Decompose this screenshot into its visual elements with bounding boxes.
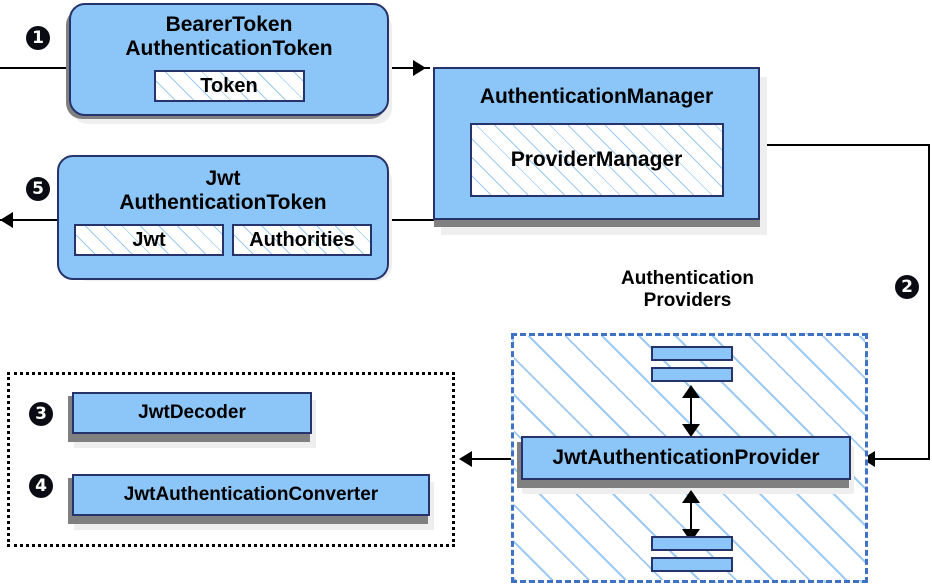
node-jwt-decoder[interactable]: JwtDecoder xyxy=(72,392,312,434)
bearer-token-label: BearerToken AuthenticationToken xyxy=(125,13,333,60)
provider-placeholder-bar-3 xyxy=(651,536,733,551)
jwt-token-inner-row: Jwt Authorities xyxy=(74,224,372,257)
provider-placeholder-bar-4 xyxy=(651,557,733,572)
node-provider-manager[interactable]: ProviderManager xyxy=(469,122,724,197)
connector-result-out xyxy=(0,219,72,221)
token-label: Token xyxy=(200,74,258,97)
provider-manager-label: ProviderManager xyxy=(510,147,683,171)
node-authorities[interactable]: Authorities xyxy=(232,224,372,257)
jwt-authentication-converter-label: JwtAuthenticationConverter xyxy=(123,484,379,506)
jwt-authentication-provider-label: JwtAuthenticationProvider xyxy=(552,446,820,470)
node-jwt[interactable]: Jwt xyxy=(74,224,224,257)
step-badge-5-number: 5 xyxy=(32,178,44,199)
arrow-result-out-head xyxy=(0,212,13,228)
authentication-manager-label: AuthenticationManager xyxy=(479,85,714,108)
step-badge-3-number: 3 xyxy=(35,403,47,424)
node-token[interactable]: Token xyxy=(153,70,305,103)
arrow-provider-to-support-head xyxy=(459,451,472,467)
jwt-authentication-token-label: Jwt AuthenticationToken xyxy=(119,167,327,214)
connector-manager-out-horizontal xyxy=(759,144,930,146)
step-badge-4: 4 xyxy=(29,474,53,498)
node-authentication-manager[interactable]: AuthenticationManager ProviderManager xyxy=(433,67,760,220)
arrow-provider-up-tail xyxy=(682,424,700,437)
node-jwt-authentication-provider[interactable]: JwtAuthenticationProvider xyxy=(521,436,851,480)
connector-provider-down-link xyxy=(690,497,692,535)
node-jwt-authentication-token[interactable]: Jwt AuthenticationToken Jwt Authorities xyxy=(57,155,389,280)
arrow-provider-down-head xyxy=(682,490,700,503)
arrow-provider-up-head xyxy=(682,385,700,398)
node-bearer-token-authentication-token[interactable]: BearerToken AuthenticationToken Token xyxy=(69,3,389,116)
connector-into-provider xyxy=(875,458,930,460)
connector-bearer-to-manager xyxy=(388,67,430,69)
node-jwt-authentication-converter[interactable]: JwtAuthenticationConverter xyxy=(72,474,430,516)
connector-provider-up-link xyxy=(690,392,692,430)
step-badge-2: 2 xyxy=(895,275,919,299)
connector-manager-out-vertical xyxy=(928,144,930,459)
step-badge-4-number: 4 xyxy=(35,475,47,496)
authentication-providers-title: Authentication Providers xyxy=(621,268,754,312)
connector-request-in xyxy=(0,67,72,69)
connector-provider-to-support xyxy=(472,458,520,460)
authorities-label: Authorities xyxy=(249,228,355,251)
provider-placeholder-bar-1 xyxy=(651,346,733,361)
provider-placeholder-bar-2 xyxy=(651,367,733,382)
step-badge-1-number: 1 xyxy=(32,27,44,48)
connector-manager-to-result xyxy=(388,219,434,221)
jwt-label: Jwt xyxy=(132,228,166,251)
step-badge-1: 1 xyxy=(26,26,50,50)
arrow-bearer-to-manager-head xyxy=(413,60,426,76)
jwt-decoder-label: JwtDecoder xyxy=(138,402,246,424)
jwt-support-group xyxy=(7,372,455,547)
step-badge-5: 5 xyxy=(26,177,50,201)
step-badge-3: 3 xyxy=(29,402,53,426)
step-badge-2-number: 2 xyxy=(901,276,913,297)
